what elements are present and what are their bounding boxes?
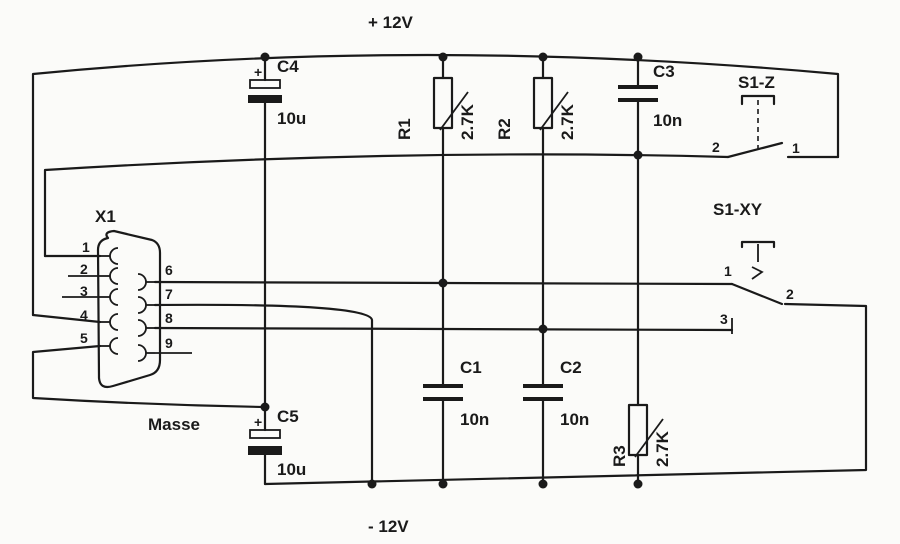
connector-housing <box>96 229 162 389</box>
junction-dot <box>538 52 548 62</box>
resistor-r2: R2 2.7K <box>495 76 577 140</box>
pin-contacts-row-1 <box>100 247 119 355</box>
positive-rail-label: + 12V <box>368 13 414 32</box>
pin-contact <box>109 313 119 331</box>
component-value: 10n <box>460 410 489 429</box>
resistor-arrow <box>439 91 469 131</box>
junction-dot <box>633 52 643 62</box>
component-name: C4 <box>277 57 299 76</box>
wire-positive-rail <box>31 53 840 317</box>
connector-x1: X1 1 2 3 4 5 6 <box>80 207 200 434</box>
component-value: 2.7K <box>558 103 577 140</box>
pin-number: 2 <box>80 261 88 277</box>
capacitor-c3: C3 10n <box>618 62 682 130</box>
switch-contact <box>726 141 784 159</box>
junction-dot <box>260 52 270 62</box>
pin-number: 3 <box>80 283 88 299</box>
wires <box>31 53 868 486</box>
pin-contact <box>109 288 119 306</box>
capacitor-plate-solid <box>248 446 282 455</box>
junction-dot <box>367 479 377 489</box>
component-name: C1 <box>460 358 482 377</box>
pin-contact <box>137 273 147 291</box>
component-name: R3 <box>610 445 629 467</box>
wire-s1z-line <box>43 153 730 258</box>
component-value: 10n <box>560 410 589 429</box>
component-name: R1 <box>395 118 414 140</box>
component-value: 10u <box>277 109 306 128</box>
pin-contact <box>137 319 147 337</box>
capacitor-c2: C2 10n <box>523 358 589 429</box>
component-value: 2.7K <box>458 103 477 140</box>
pin-contact <box>137 344 147 362</box>
pushbutton-cap <box>740 240 776 249</box>
actuator-link <box>751 244 764 280</box>
pin-number: 7 <box>165 286 173 302</box>
capacitor-plate-solid <box>248 95 282 103</box>
ground-label: Masse <box>148 415 200 434</box>
wire-pin4 <box>31 313 102 324</box>
junction-dot <box>438 479 448 489</box>
switch-s1z: S1-Z 2 1 <box>712 73 800 159</box>
pin-number: 1 <box>792 140 800 156</box>
pin-number: 4 <box>80 307 88 323</box>
component-name: S1-XY <box>713 200 763 219</box>
junction-dot <box>438 278 448 288</box>
component-value: 2.7K <box>653 430 672 467</box>
pin-contact <box>109 247 119 265</box>
pin-contact <box>137 296 147 314</box>
pin-contact <box>109 337 119 355</box>
resistor-arrow <box>539 91 569 131</box>
pushbutton-cap <box>740 94 776 106</box>
capacitor-plate-hollow <box>249 79 281 89</box>
resistor-body <box>627 403 649 457</box>
resistor-body <box>432 76 454 130</box>
junction-dot <box>538 479 548 489</box>
capacitor-c1: C1 10n <box>423 358 489 429</box>
junction-dot <box>538 324 548 334</box>
resistor-body <box>532 76 554 130</box>
wire-negative-rail <box>263 302 868 486</box>
capacitor-c4: + C4 10u <box>248 57 306 128</box>
wire-pin7 <box>153 303 374 486</box>
component-name: C3 <box>653 62 675 81</box>
junction-dot <box>438 52 448 62</box>
junction-dot <box>260 402 270 412</box>
pin-number: 1 <box>724 263 732 279</box>
component-name: C2 <box>560 358 582 377</box>
pin-number: 8 <box>165 310 173 326</box>
resistor-arrow <box>634 418 664 458</box>
negative-rail-label: - 12V <box>368 517 409 536</box>
pin-number: 6 <box>165 262 173 278</box>
component-name: S1-Z <box>738 73 775 92</box>
pin-number: 3 <box>720 311 728 327</box>
pin-number: 2 <box>786 286 794 302</box>
pin-number: 5 <box>80 330 88 346</box>
junctions <box>260 52 643 489</box>
junction-dot <box>633 479 643 489</box>
resistor-r1: R1 2.7K <box>395 76 477 140</box>
connector-name: X1 <box>95 207 116 226</box>
switch-s1xy: S1-XY 1 2 3 <box>713 200 794 327</box>
pin-contacts-row-2 <box>137 273 155 362</box>
component-name: C5 <box>277 407 299 426</box>
resistor-r3: R3 2.7K <box>610 403 672 467</box>
component-value: 10n <box>653 111 682 130</box>
polarity-mark: + <box>254 414 262 430</box>
capacitor-c5: + C5 10u <box>248 407 306 479</box>
pin-number: 2 <box>712 139 720 155</box>
capacitor-plate-hollow <box>249 429 281 439</box>
switch-contact <box>730 282 784 306</box>
polarity-mark: + <box>254 64 262 80</box>
junction-dot <box>633 150 643 160</box>
component-value: 10u <box>277 460 306 479</box>
wire-pin5 <box>31 344 267 409</box>
pin-number: 1 <box>82 239 90 255</box>
pin-number: 9 <box>165 335 173 351</box>
pin-contact <box>109 267 119 285</box>
component-name: R2 <box>495 118 514 140</box>
